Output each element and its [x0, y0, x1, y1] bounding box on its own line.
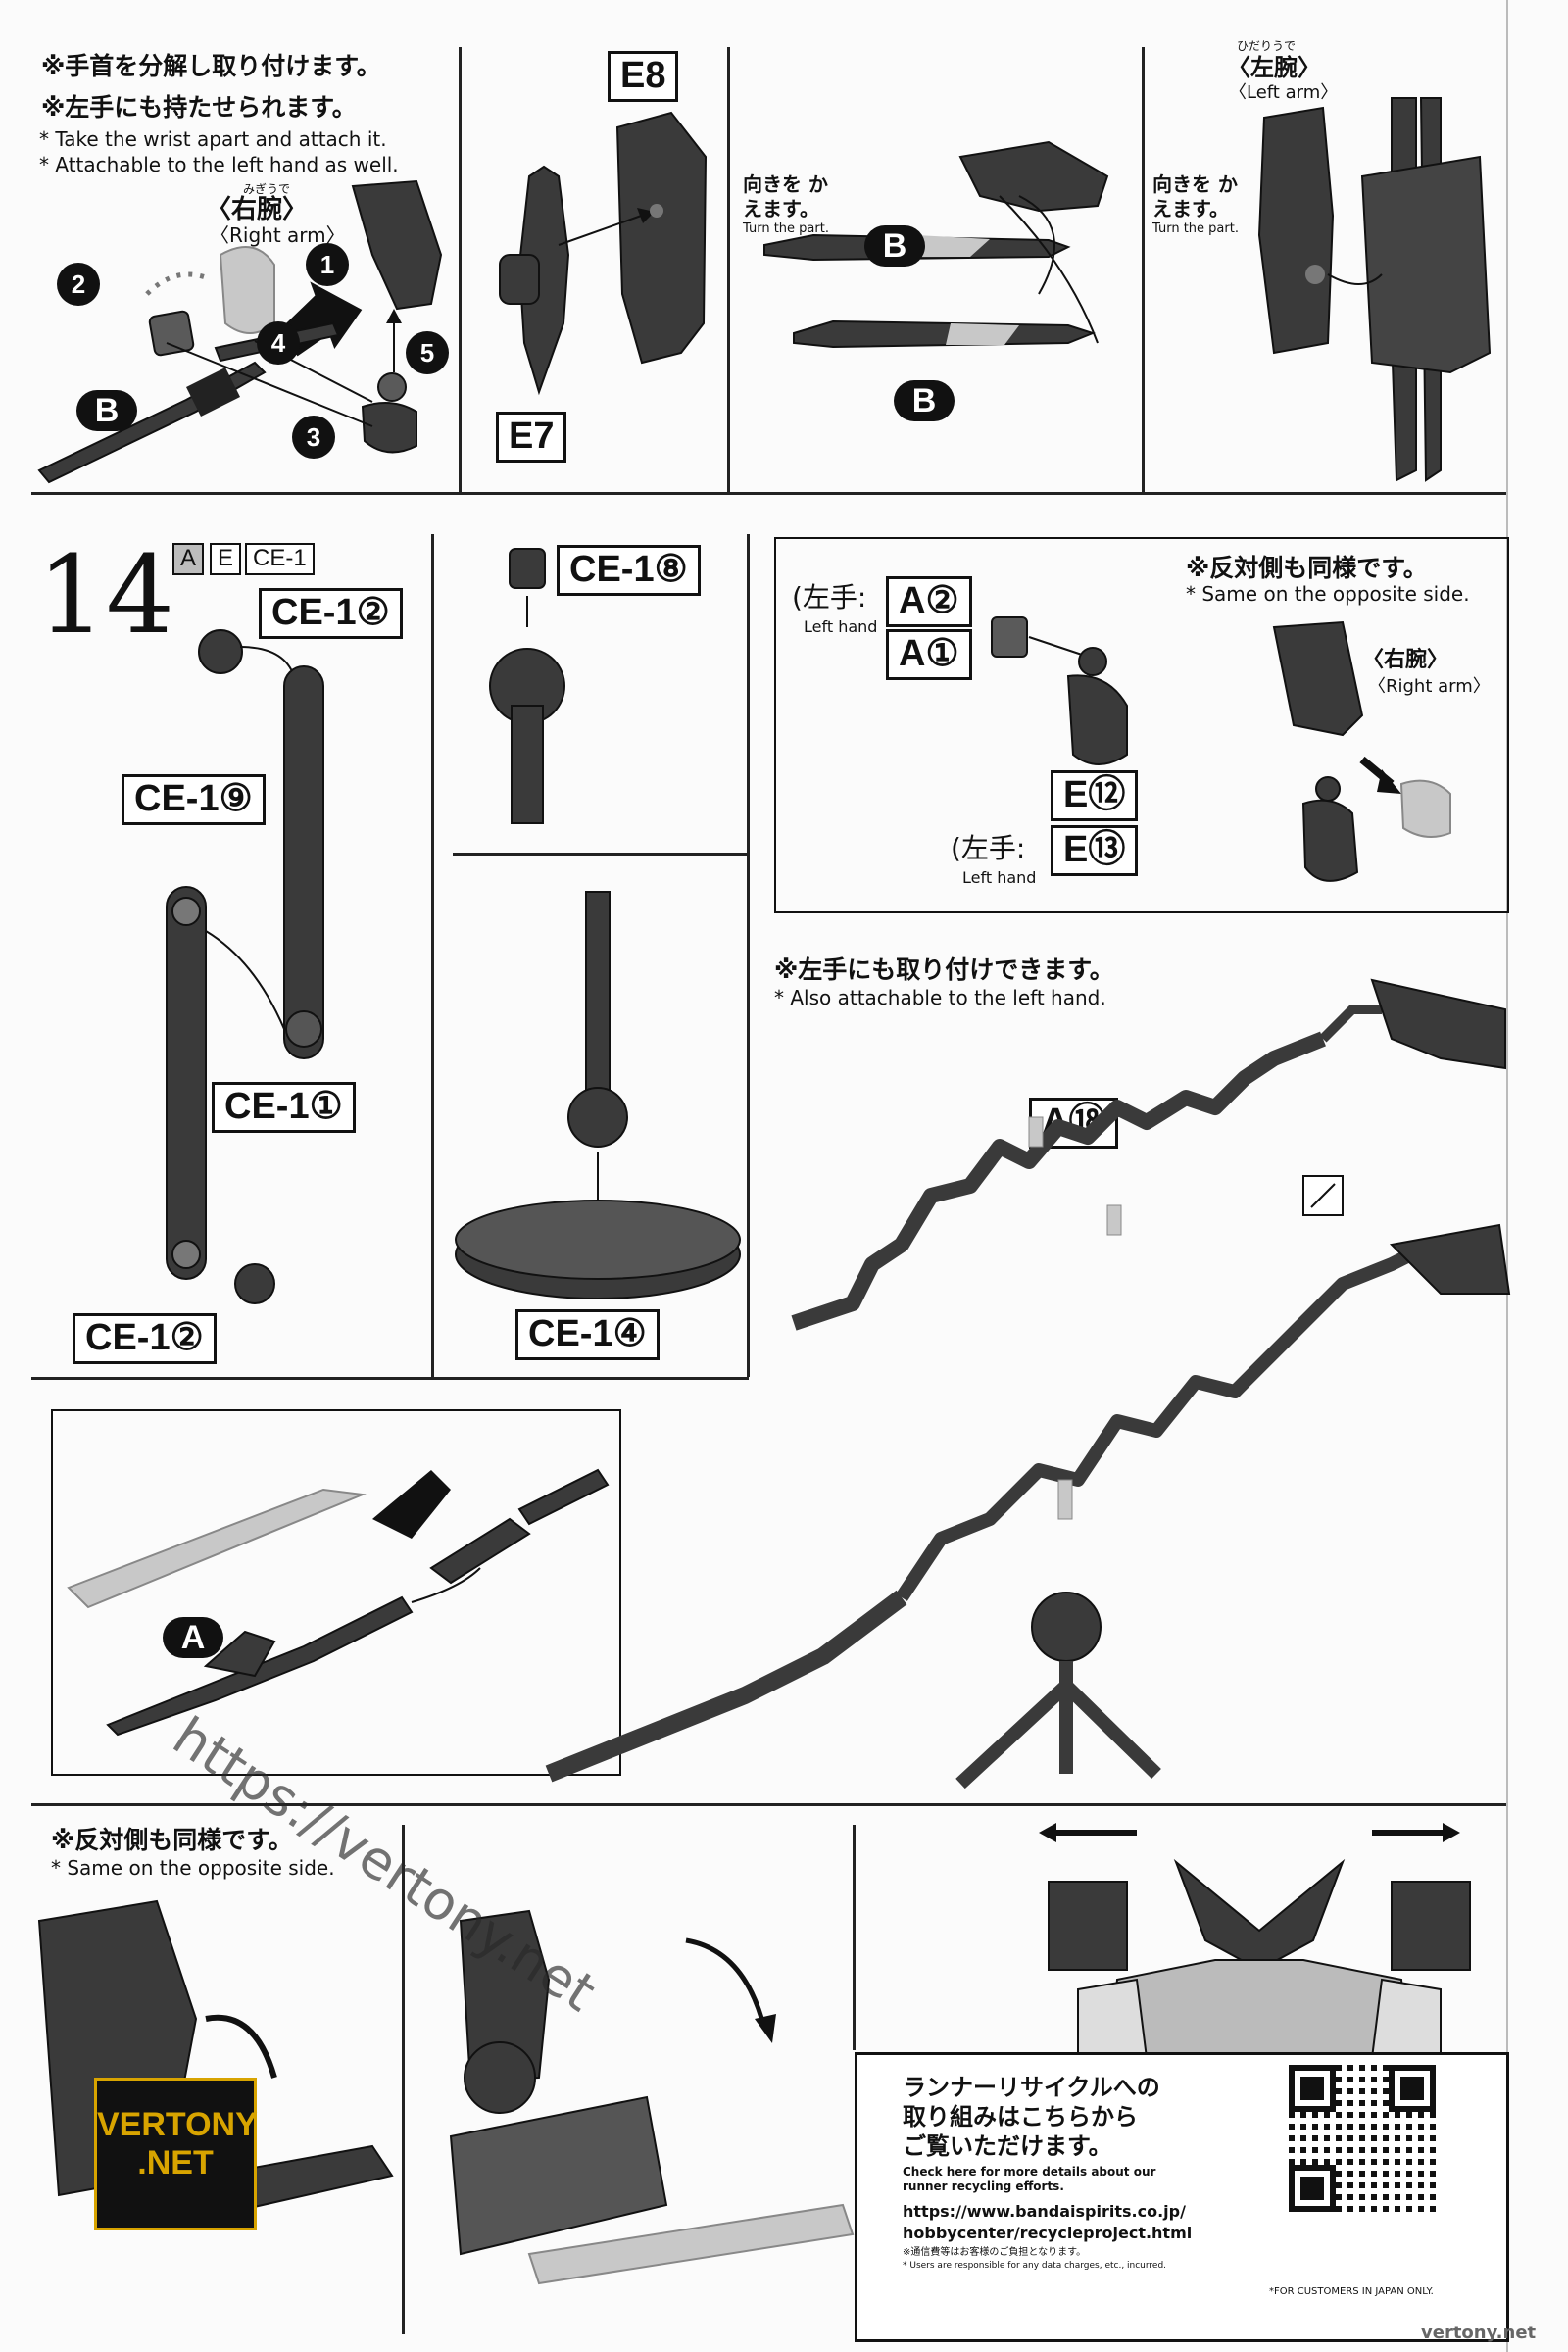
mid-row-divider-2	[747, 534, 750, 1377]
robot-backpack-front-illustration	[1039, 1823, 1471, 2079]
turn-part-jp-text: 向きを かえます。	[743, 172, 828, 220]
wrist-note-en: * Take the wrist apart and attach it.	[39, 127, 387, 151]
part-ce1-4: CE-1④	[515, 1309, 660, 1360]
part-ce1-2-top: CE-1②	[259, 588, 403, 639]
blade-turn-illustration	[763, 140, 1109, 349]
left-arm-label-en: 〈Left arm〉	[1229, 82, 1339, 103]
effect-on-stand-illustration	[545, 1223, 1511, 1789]
wrist-note-jp: ※手首を分解し取り付けます。	[41, 52, 381, 80]
runner-tag-ce1: CE-1	[245, 543, 315, 575]
turn-part-jp: 向きを かえます。	[743, 172, 841, 221]
top-row-divider-2	[727, 47, 730, 492]
left-hand-prefix-1: (左手:	[792, 581, 867, 613]
qr-finder-bl	[1289, 2165, 1336, 2212]
left-hand-note-jp: ※左手にも持たせられます。	[41, 93, 357, 122]
left-arm-ruby: ひだりうで	[1237, 39, 1297, 53]
left-hand-en-1: Left hand	[804, 617, 878, 636]
wrist-assembly-illustration	[37, 179, 443, 484]
step-number: 14	[37, 532, 174, 658]
vertony-logo: VERTONY .NET	[94, 2078, 258, 2230]
bottom-divider	[31, 1803, 1506, 1806]
right-arm-label-jp-2: 〈右腕〉	[1362, 648, 1449, 672]
part-e12: E⑫	[1051, 770, 1139, 821]
order-badge-5: 5	[406, 331, 449, 374]
recycle-url-1: https://www.bandaispirits.co.jp/	[903, 2202, 1186, 2221]
left-hand-note-en: * Attachable to the left hand as well.	[39, 153, 399, 176]
recycle-fee-jp: ※通信費等はお客様のご負担となります。	[903, 2247, 1087, 2258]
same-side-en-2: * Same on the opposite side.	[51, 1856, 335, 1880]
vertony-logo-line1: VERTONY	[97, 2106, 258, 2143]
top-divider	[31, 492, 1506, 495]
arm-label-jp: 〈右腕〉	[206, 195, 309, 224]
order-badge-2: 2	[57, 263, 100, 306]
part-ce1-8: CE-1⑧	[557, 545, 701, 596]
runner-b-badge-a: B	[864, 225, 925, 267]
qr-finder-tl	[1289, 2065, 1336, 2112]
same-side-jp: ※反対側も同様です。	[1186, 554, 1428, 582]
runner-b-badge-b: B	[894, 380, 955, 421]
turn-part2-jp: 向きを かえます。	[1152, 172, 1250, 221]
left-arm-illustration	[1257, 97, 1492, 482]
same-side-jp-2: ※反対側も同様です。	[51, 1826, 293, 1854]
runner-a-badge: A	[163, 1617, 223, 1658]
vertony-logo-line2: .NET	[137, 2144, 214, 2181]
part-ce1-2-bottom: CE-1②	[73, 1313, 217, 1364]
stand-arm-illustration	[166, 629, 324, 1304]
part-ce1-1: CE-1①	[212, 1082, 356, 1133]
center-divider	[453, 853, 747, 856]
recycle-url-2: hobbycenter/recycleproject.html	[903, 2224, 1193, 2242]
lightning-effect-illustration	[791, 978, 1506, 1331]
recycle-en: Check here for more details about our ru…	[903, 2165, 1156, 2193]
recycle-jp-1: ランナーリサイクルへの	[903, 2074, 1160, 2101]
order-badge-3: 3	[292, 416, 335, 459]
bottom-col-divider-2	[853, 1825, 856, 2050]
effect-note-jp: ※左手にも取り付けできます。	[774, 956, 1114, 984]
runner-tag-e: E	[210, 543, 242, 575]
turn-part2-en: Turn the part.	[1152, 221, 1239, 236]
left-arm-label-jp: 〈左腕〉	[1227, 54, 1321, 81]
turn-part-en: Turn the part.	[743, 221, 829, 236]
left-hand-prefix-2: (左手:	[951, 832, 1026, 864]
japan-only-note: *FOR CUSTOMERS IN JAPAN ONLY.	[1269, 2286, 1434, 2297]
hand-assembly-illustration	[991, 616, 1451, 882]
mid-row-divider-1	[431, 534, 434, 1377]
shield-assembly-illustration	[499, 111, 708, 396]
turn-part2-jp-text: 向きを かえます。	[1152, 172, 1238, 220]
recycle-fee-en: * Users are responsible for any data cha…	[903, 2261, 1167, 2271]
recycle-jp-3: ご覧いただけます。	[903, 2132, 1112, 2160]
order-badge-1: 1	[306, 243, 349, 286]
recycle-jp-2: 取り組みはこちらから	[903, 2103, 1138, 2131]
runner-tag-a: A	[172, 543, 205, 575]
mid-horizontal	[31, 1377, 749, 1380]
part-e8-label: E8	[608, 51, 679, 102]
recycle-info-box: ランナーリサイクルへの 取り組みはこちらから ご覧いただけます。 Check h…	[855, 2052, 1509, 2342]
right-edge	[1506, 0, 1508, 2352]
runner-b-badge-top-left: B	[76, 390, 137, 431]
part-e13: E⑬	[1051, 825, 1139, 876]
right-arm-label-en-2: 〈Right arm〉	[1368, 676, 1491, 697]
sword-hilt-illustration	[67, 1468, 610, 1737]
qr-finder-tr	[1389, 2065, 1436, 2112]
order-badge-4: 4	[257, 321, 300, 365]
bottom-col-divider	[402, 1825, 405, 2334]
part-a2: A②	[886, 576, 972, 627]
hand-swap-panel	[774, 537, 1509, 913]
sword-inset-panel	[51, 1409, 621, 1776]
left-hand-en-2: Left hand	[962, 868, 1037, 887]
top-row-divider-3	[1142, 47, 1145, 492]
arm-label-ruby: みぎうで	[243, 182, 291, 196]
part-ce1-9: CE-1⑨	[122, 774, 266, 825]
effect-note-en: * Also attachable to the left hand.	[774, 986, 1106, 1009]
stand-base-illustration	[455, 548, 741, 1299]
part-a1: A①	[886, 629, 972, 680]
backpack-mount-illustration	[37, 1899, 855, 2285]
footer-watermark: vertony.net	[1421, 2323, 1537, 2343]
part-e7-label: E7	[496, 412, 567, 463]
top-row-divider-1	[459, 47, 462, 492]
same-side-en: * Same on the opposite side.	[1186, 582, 1470, 606]
